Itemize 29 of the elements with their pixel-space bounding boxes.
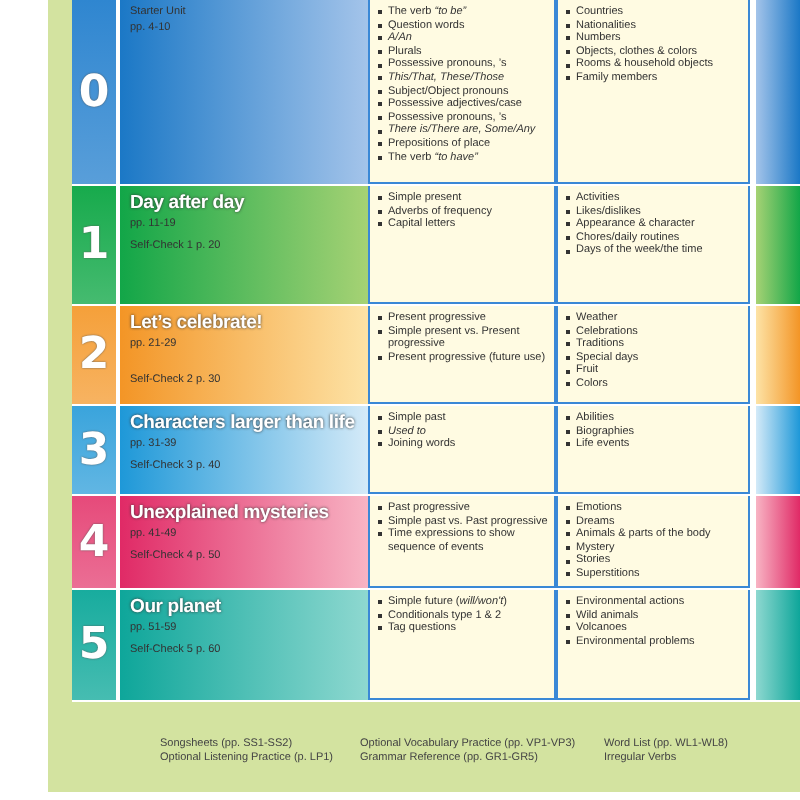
unit-number: 1 <box>72 186 120 304</box>
unit-number: 2 <box>72 306 120 404</box>
unit-number: 4 <box>72 496 120 588</box>
grammar-cell <box>368 306 556 404</box>
unit-title: Unexplained mysteries <box>130 502 331 524</box>
unit-title: Let’s celebrate! <box>130 312 265 334</box>
vocabulary-cell <box>556 306 750 404</box>
vocabulary-cell <box>556 0 750 184</box>
unit-title: Characters larger than life <box>130 412 357 434</box>
unit-title-panel <box>120 306 368 404</box>
vocabulary-cell <box>556 406 750 494</box>
unit-number: 3 <box>72 406 120 494</box>
unit-number: 0 <box>72 0 120 184</box>
unit-title-panel <box>120 496 368 588</box>
grammar-cell <box>368 590 556 700</box>
grammar-cell <box>368 406 556 494</box>
vocabulary-cell <box>556 186 750 304</box>
unit-title-panel <box>120 186 368 304</box>
unit-title-panel <box>120 590 368 700</box>
unit-title-panel <box>120 0 368 184</box>
vocabulary-cell <box>556 496 750 588</box>
unit-title: Day after day <box>130 192 247 214</box>
vocabulary-cell <box>556 590 750 700</box>
grammar-cell <box>368 496 556 588</box>
grammar-cell <box>368 186 556 304</box>
unit-title-panel <box>120 406 368 494</box>
unit-title: Our planet <box>130 596 224 618</box>
grammar-cell <box>368 0 556 184</box>
unit-number: 5 <box>72 590 120 700</box>
